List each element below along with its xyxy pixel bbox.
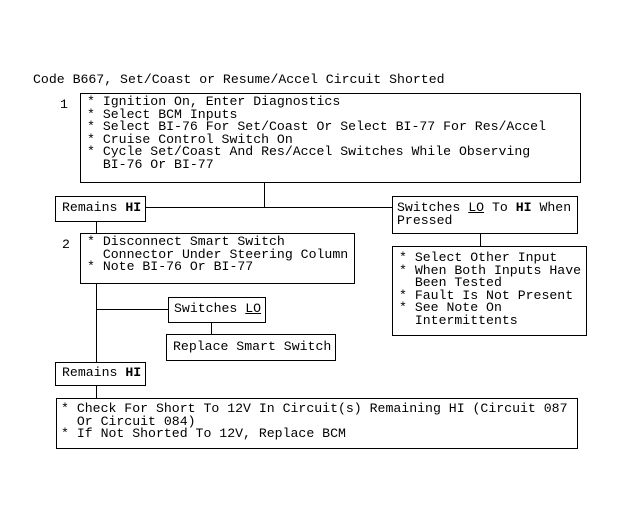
remains-hi-box: Remains HI <box>55 196 146 222</box>
switches-lo-to-hi-box: Switches LO To HI When Pressed <box>392 196 578 234</box>
action-text: Replace Smart Switch <box>173 339 332 354</box>
result-value: HI <box>125 365 142 380</box>
step-number: 1 <box>60 97 68 112</box>
step2-box: * Disconnect Smart Switch Connector Unde… <box>80 233 355 284</box>
step-line: * When Both Inputs Have <box>399 262 582 278</box>
remains-hi-box-2: Remains HI <box>55 362 146 386</box>
step-line: * Cycle Set/Coast And Res/Accel Switches… <box>87 144 531 160</box>
step-line: * Select BI-76 For Set/Coast Or Select B… <box>87 119 546 135</box>
step-line: * Check For Short To 12V In Circuit(s) R… <box>61 401 568 416</box>
page-title: Code B667, Set/Coast or Resume/Accel Cir… <box>33 72 445 87</box>
switches-lo-box: Switches LO <box>168 297 266 323</box>
step-line: BI-76 Or BI-77 <box>87 156 214 172</box>
step-line: Intermittents <box>399 312 518 328</box>
label-lo: LO <box>468 200 485 215</box>
label-text: Pressed <box>397 212 453 228</box>
result-value: HI <box>125 200 142 215</box>
final-step-box: * Check For Short To 12V In Circuit(s) R… <box>56 398 578 449</box>
step-line: * Disconnect Smart Switch <box>87 234 285 249</box>
step-line: * Note BI-76 Or BI-77 <box>87 259 254 275</box>
other-input-box: * Select Other Input * When Both Inputs … <box>392 246 587 336</box>
step-number: 2 <box>62 237 70 252</box>
step-line: Been Tested <box>399 275 502 291</box>
step-line: * Ignition On, Enter Diagnostics <box>87 94 341 109</box>
result-label: Remains <box>62 200 126 215</box>
label-text: Switches <box>174 301 246 316</box>
step-line: * Select BCM Inputs <box>87 106 238 122</box>
label-text: When <box>531 200 572 215</box>
step-line: Connector Under Steering Column <box>87 246 349 262</box>
step-line: * Select Other Input <box>399 250 558 265</box>
label-text: Switches <box>397 200 469 215</box>
label-text: To <box>484 200 516 215</box>
result-label: Remains <box>62 365 126 380</box>
step1-box: * Ignition On, Enter Diagnostics * Selec… <box>80 93 581 183</box>
step-line: * If Not Shorted To 12V, Replace BCM <box>61 426 346 442</box>
step-line: Or Circuit 084) <box>61 413 196 429</box>
label-hi: HI <box>515 200 532 215</box>
label-lo: LO <box>245 301 262 316</box>
step-line: * Fault Is Not Present <box>399 287 574 303</box>
step-line: * Cruise Control Switch On <box>87 131 293 147</box>
step-line: * See Note On <box>399 300 502 316</box>
replace-smart-switch-box: Replace Smart Switch <box>166 334 336 361</box>
